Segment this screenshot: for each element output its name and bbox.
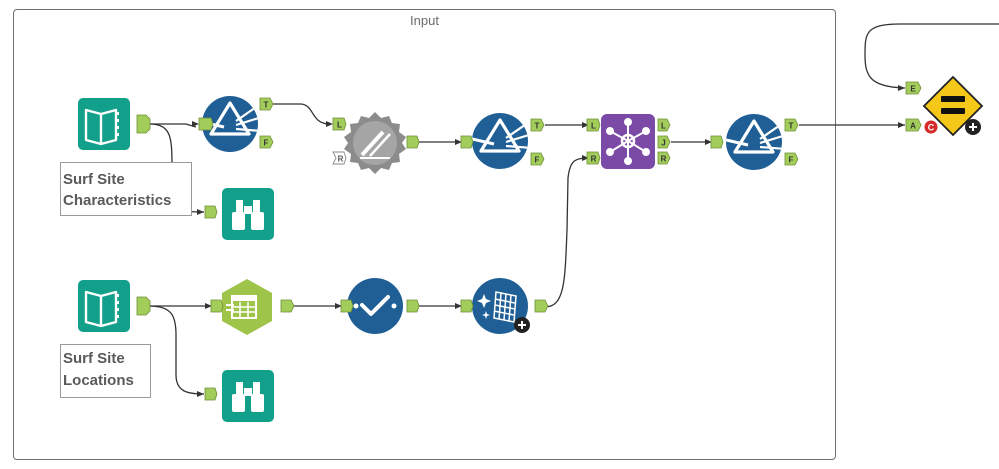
input-anchor[interactable] xyxy=(210,299,224,313)
true-anchor[interactable]: T xyxy=(259,97,274,111)
compare-anchor[interactable]: C xyxy=(924,120,938,134)
svg-text:T: T xyxy=(264,101,269,110)
svg-text:R: R xyxy=(591,155,597,164)
output-anchor[interactable] xyxy=(534,299,549,313)
browse-tool[interactable] xyxy=(222,370,274,422)
svg-text:F: F xyxy=(264,139,269,148)
actual-anchor[interactable]: A xyxy=(905,118,922,132)
filter-tool[interactable] xyxy=(722,114,786,170)
binoculars-icon xyxy=(232,200,264,230)
join-tool[interactable] xyxy=(601,114,655,169)
comment-line: Characteristics xyxy=(63,192,172,209)
input-anchor[interactable] xyxy=(460,299,474,313)
input-anchor[interactable] xyxy=(340,299,354,313)
binoculars-icon xyxy=(232,382,264,412)
input-anchor[interactable] xyxy=(204,387,218,401)
svg-text:J: J xyxy=(661,139,665,148)
select-tool[interactable] xyxy=(222,279,272,335)
connectors xyxy=(148,23,999,395)
left-anchor[interactable]: L xyxy=(332,117,347,131)
equals-icon xyxy=(941,96,965,114)
data-cleansing-tool[interactable] xyxy=(347,278,403,334)
svg-text:C: C xyxy=(928,123,935,133)
comment-surf-site-characteristics[interactable]: Surf Site Characteristics xyxy=(60,162,192,216)
right-anchor[interactable]: R xyxy=(332,151,347,165)
select-icon xyxy=(226,295,257,319)
left-output-anchor[interactable]: L xyxy=(657,118,671,132)
svg-text:L: L xyxy=(337,121,342,130)
false-anchor[interactable]: F xyxy=(259,135,274,149)
false-anchor[interactable]: F xyxy=(530,152,545,166)
checkmark-icon xyxy=(353,295,397,316)
generate-rows-tool[interactable] xyxy=(472,278,530,334)
svg-text:L: L xyxy=(661,122,666,131)
svg-text:T: T xyxy=(789,122,794,131)
output-anchor[interactable] xyxy=(406,135,420,149)
false-anchor[interactable]: F xyxy=(784,152,799,166)
input-anchor[interactable] xyxy=(198,117,214,131)
input-anchor[interactable] xyxy=(460,135,474,149)
output-anchor[interactable] xyxy=(406,299,420,313)
svg-text:T: T xyxy=(535,122,540,131)
svg-text:F: F xyxy=(789,156,794,165)
output-anchor[interactable] xyxy=(280,299,295,313)
network-icon xyxy=(606,118,650,165)
comment-line: Surf Site xyxy=(63,171,125,188)
left-anchor[interactable]: L xyxy=(586,118,601,132)
input-data-tool[interactable] xyxy=(78,98,130,150)
svg-text:R: R xyxy=(661,155,667,164)
container-title: Input xyxy=(410,13,439,28)
right-anchor[interactable]: R xyxy=(586,151,601,165)
filter-tool[interactable] xyxy=(468,113,532,169)
connector-arrows xyxy=(192,85,905,397)
output-anchor[interactable] xyxy=(136,296,151,316)
join-output-anchor[interactable]: J xyxy=(657,135,671,149)
book-icon xyxy=(84,108,118,146)
grid-sparkle-icon xyxy=(477,291,517,323)
svg-text:E: E xyxy=(910,85,916,94)
test-tool[interactable] xyxy=(922,75,984,137)
connector-line[interactable] xyxy=(148,305,205,395)
svg-text:A: A xyxy=(910,122,916,131)
input-anchor[interactable] xyxy=(204,205,218,219)
plus-icon xyxy=(514,317,530,333)
svg-text:R: R xyxy=(338,155,344,164)
expression-anchor[interactable]: E xyxy=(905,81,922,95)
true-anchor[interactable]: T xyxy=(530,118,545,132)
svg-text:L: L xyxy=(591,122,596,131)
browse-tool[interactable] xyxy=(222,188,274,240)
pencil-icon xyxy=(360,130,391,159)
comment-line: Surf Site xyxy=(63,350,125,367)
connector-line[interactable] xyxy=(544,157,591,308)
right-output-anchor[interactable]: R xyxy=(657,151,671,165)
output-anchor[interactable] xyxy=(136,114,151,134)
find-replace-tool[interactable] xyxy=(344,112,406,174)
comment-line: Locations xyxy=(63,372,134,389)
input-anchor[interactable] xyxy=(710,135,724,149)
book-icon xyxy=(84,290,118,328)
connector-line[interactable] xyxy=(271,103,331,125)
input-data-tool[interactable] xyxy=(78,280,130,332)
true-anchor[interactable]: T xyxy=(784,118,799,132)
connector-line[interactable] xyxy=(864,23,999,89)
plus-icon xyxy=(965,119,981,135)
svg-text:F: F xyxy=(535,156,540,165)
comment-surf-site-locations[interactable]: Surf Site Locations xyxy=(60,344,151,398)
